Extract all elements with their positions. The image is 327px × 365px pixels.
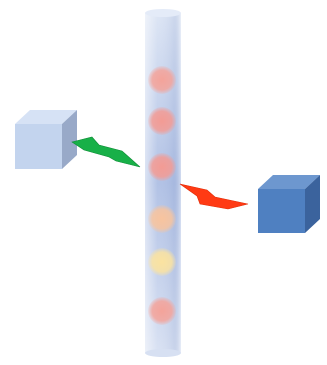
right-lightning-bolt <box>179 183 249 210</box>
particle-1 <box>148 66 176 94</box>
particle-6 <box>148 297 176 325</box>
right-cube-side-face <box>305 175 320 233</box>
left-cube-side-face <box>62 110 77 169</box>
left-lightning-bolt <box>71 136 141 168</box>
particle-4 <box>148 205 176 233</box>
right-cube-top-face <box>258 175 320 189</box>
tube-bottom-cap <box>145 349 181 357</box>
left-cube-front-face <box>15 124 62 169</box>
particle-2 <box>148 107 176 135</box>
right-cube-front-face <box>258 189 305 233</box>
particle-3 <box>148 153 176 181</box>
right-cube <box>258 175 320 233</box>
left-cube <box>15 110 77 169</box>
particles-group <box>148 66 176 325</box>
tube-top-cap <box>145 9 181 17</box>
left-cube-top-face <box>15 110 77 124</box>
particle-5 <box>148 248 176 276</box>
